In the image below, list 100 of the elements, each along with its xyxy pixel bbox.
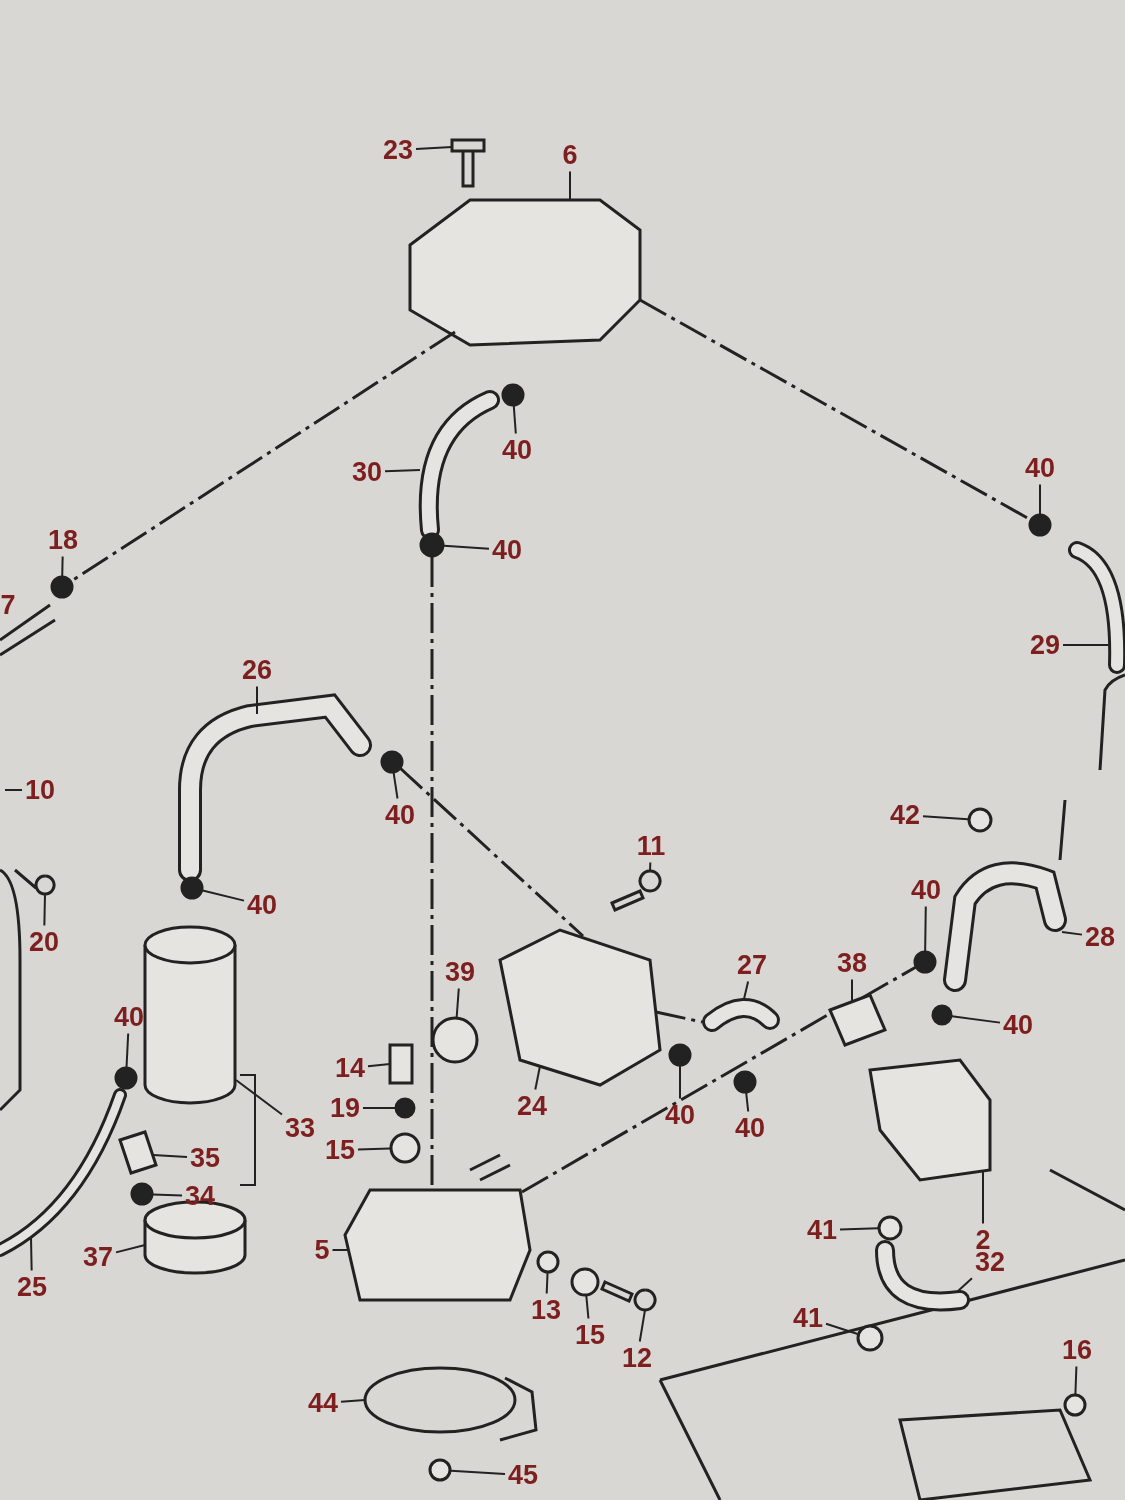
- leader-line: [256, 685, 258, 715]
- leader-line: [201, 889, 245, 902]
- callout-number: 44: [308, 1389, 338, 1417]
- callout-number: 32: [975, 1248, 1005, 1276]
- nut-icon: [50, 575, 74, 599]
- callout-number: 39: [445, 958, 475, 986]
- callout-number: 10: [25, 776, 55, 804]
- nut-icon: [931, 1004, 953, 1026]
- leader-line: [638, 1309, 646, 1343]
- leader-line: [450, 1469, 506, 1475]
- leader-line: [839, 1227, 879, 1231]
- nut-icon: [668, 1043, 692, 1067]
- leader-line: [357, 1147, 391, 1151]
- callout-number: 12: [622, 1344, 652, 1372]
- leader-line: [331, 1249, 349, 1251]
- leader-line: [415, 146, 453, 150]
- grommet-icon: [389, 1132, 421, 1164]
- leader-line: [950, 1015, 1001, 1024]
- callout-number: 40: [665, 1101, 695, 1129]
- grommet-icon: [570, 1267, 600, 1297]
- callout-number: 19: [330, 1094, 360, 1122]
- callout-number: 27: [737, 951, 767, 979]
- bolt-icon: [610, 869, 662, 912]
- callout-number: 40: [114, 1003, 144, 1031]
- nut-icon: [419, 532, 445, 558]
- leader-line: [1061, 931, 1083, 936]
- leader-line: [235, 1079, 283, 1116]
- clamp-icon: [877, 1215, 903, 1241]
- hose: [875, 1240, 970, 1312]
- washer-icon: [536, 1250, 560, 1274]
- callout-number: 42: [890, 801, 920, 829]
- callout-number: 40: [735, 1114, 765, 1142]
- leader-line: [585, 1294, 590, 1320]
- nut-icon: [114, 1066, 138, 1090]
- leader-line: [30, 1237, 33, 1272]
- valve-icon: [828, 993, 887, 1047]
- hose: [943, 861, 1067, 992]
- leader-line: [924, 905, 927, 952]
- callout-number: 38: [837, 949, 867, 977]
- nut-icon: [380, 750, 404, 774]
- leader-line: [679, 1065, 681, 1100]
- leader-line: [340, 1399, 366, 1403]
- leader-line: [1039, 483, 1041, 515]
- hose: [702, 998, 780, 1032]
- nut-icon: [733, 1070, 757, 1094]
- nut-icon: [394, 1097, 416, 1119]
- callout-number: 14: [335, 1054, 365, 1082]
- leader-line: [362, 1107, 396, 1109]
- leader-line: [43, 893, 46, 927]
- callout-number: 40: [247, 891, 277, 919]
- o-ring: [431, 1016, 479, 1064]
- callout-number: 40: [492, 536, 522, 564]
- leader-line: [922, 815, 970, 821]
- callout-number: 5: [314, 1236, 330, 1264]
- nut-icon: [501, 383, 525, 407]
- fuel-filter: [143, 925, 237, 1105]
- nut-icon: [180, 876, 204, 900]
- regulator-body: [868, 1058, 992, 1182]
- callout-number: 16: [1062, 1336, 1092, 1364]
- leader-line: [152, 1193, 183, 1197]
- bolt-icon: [1063, 1393, 1087, 1417]
- leader-line: [534, 1065, 541, 1091]
- leader-line: [545, 1272, 549, 1295]
- leader-line: [512, 404, 517, 435]
- nut-icon: [428, 1458, 452, 1482]
- sleeve-icon: [388, 1043, 414, 1085]
- housing: [408, 198, 642, 347]
- hose: [178, 694, 372, 882]
- callout-number: 37: [83, 1243, 113, 1271]
- leader-line: [455, 987, 460, 1019]
- pump-body: [343, 1188, 532, 1302]
- clamp-icon: [856, 1324, 884, 1352]
- gasket: [363, 1366, 538, 1442]
- leader-line: [367, 1063, 391, 1068]
- alignment-line: [861, 965, 917, 1000]
- leader-line: [115, 1244, 146, 1254]
- callout-number: 41: [793, 1304, 823, 1332]
- leader-line: [61, 555, 64, 577]
- sleeve-icon: [118, 1130, 158, 1175]
- bolt-icon: [600, 1280, 657, 1312]
- callout-number: 24: [517, 1092, 547, 1120]
- callout-number: 41: [807, 1216, 837, 1244]
- leader-line: [569, 170, 571, 201]
- alignment-line: [655, 1010, 703, 1024]
- clip-icon: [967, 807, 993, 833]
- callout-number: 40: [1025, 454, 1055, 482]
- hose: [1068, 541, 1125, 674]
- callout-number: 6: [562, 141, 578, 169]
- callout-number: 13: [531, 1296, 561, 1324]
- leader-line: [957, 1277, 973, 1292]
- leader-line: [384, 469, 421, 473]
- callout-number: 33: [285, 1114, 315, 1142]
- callout-number: 18: [48, 526, 78, 554]
- leader-line: [851, 978, 853, 1003]
- leader-line: [743, 980, 750, 1000]
- callout-number: 30: [352, 458, 382, 486]
- leader-line: [4, 789, 23, 791]
- callout-number: 40: [385, 801, 415, 829]
- leader-line: [152, 1154, 188, 1158]
- leader-line: [982, 1171, 984, 1225]
